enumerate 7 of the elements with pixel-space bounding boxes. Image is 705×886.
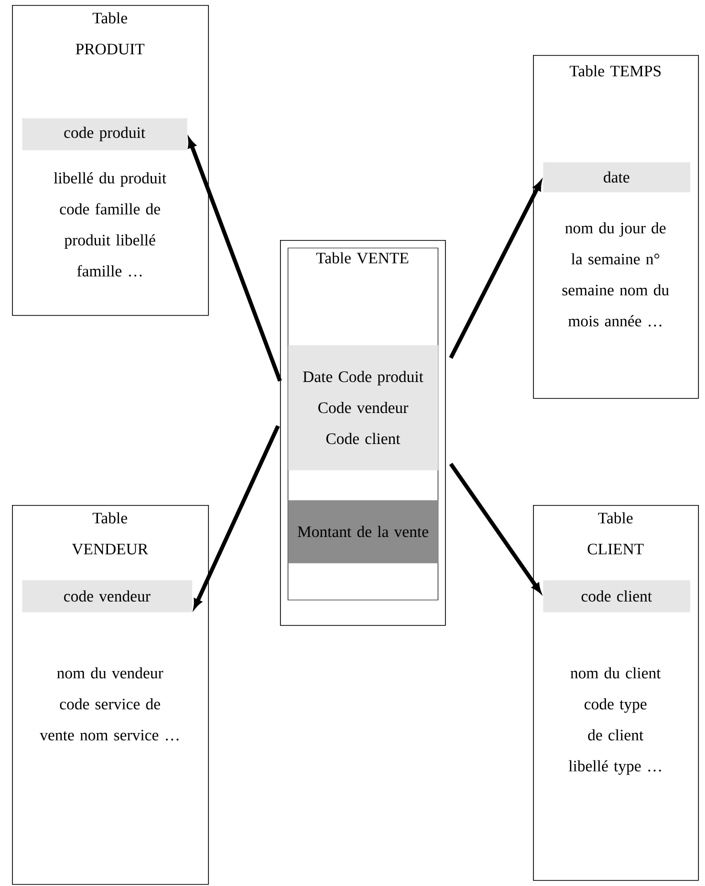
arrow [449, 462, 541, 593]
key-band: code client [543, 580, 690, 612]
key-band: code produit [22, 118, 188, 150]
key-band: date [543, 162, 690, 192]
measure-band: Montant de la vente [288, 500, 438, 564]
key-band: Date Code produit Code vendeur Code client [288, 345, 438, 470]
key-band: code vendeur [22, 580, 192, 612]
